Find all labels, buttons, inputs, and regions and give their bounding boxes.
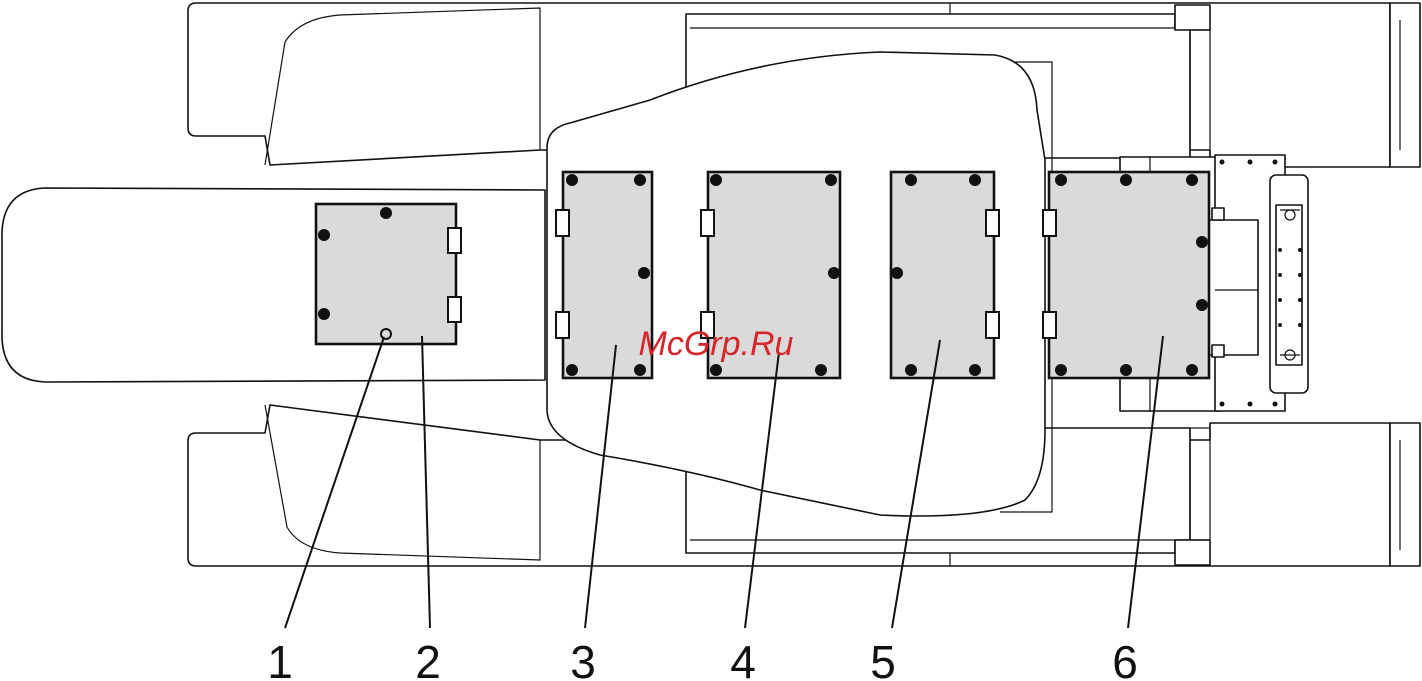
callout-label-3: 3 [570, 636, 596, 681]
access-panel-2 [316, 204, 461, 344]
access-panel-6 [1043, 172, 1209, 378]
callout-label-2: 2 [415, 636, 441, 681]
callout-label-4: 4 [730, 636, 756, 681]
callout-labels: 1 2 3 4 5 6 [267, 636, 1138, 681]
callout-label-5: 5 [870, 636, 896, 681]
callout-label-6: 6 [1112, 636, 1138, 681]
access-panel-5 [891, 172, 999, 378]
watermark-text: McGrp.Ru [639, 325, 794, 363]
callout-label-1: 1 [267, 636, 293, 681]
front-hull [2, 188, 545, 382]
